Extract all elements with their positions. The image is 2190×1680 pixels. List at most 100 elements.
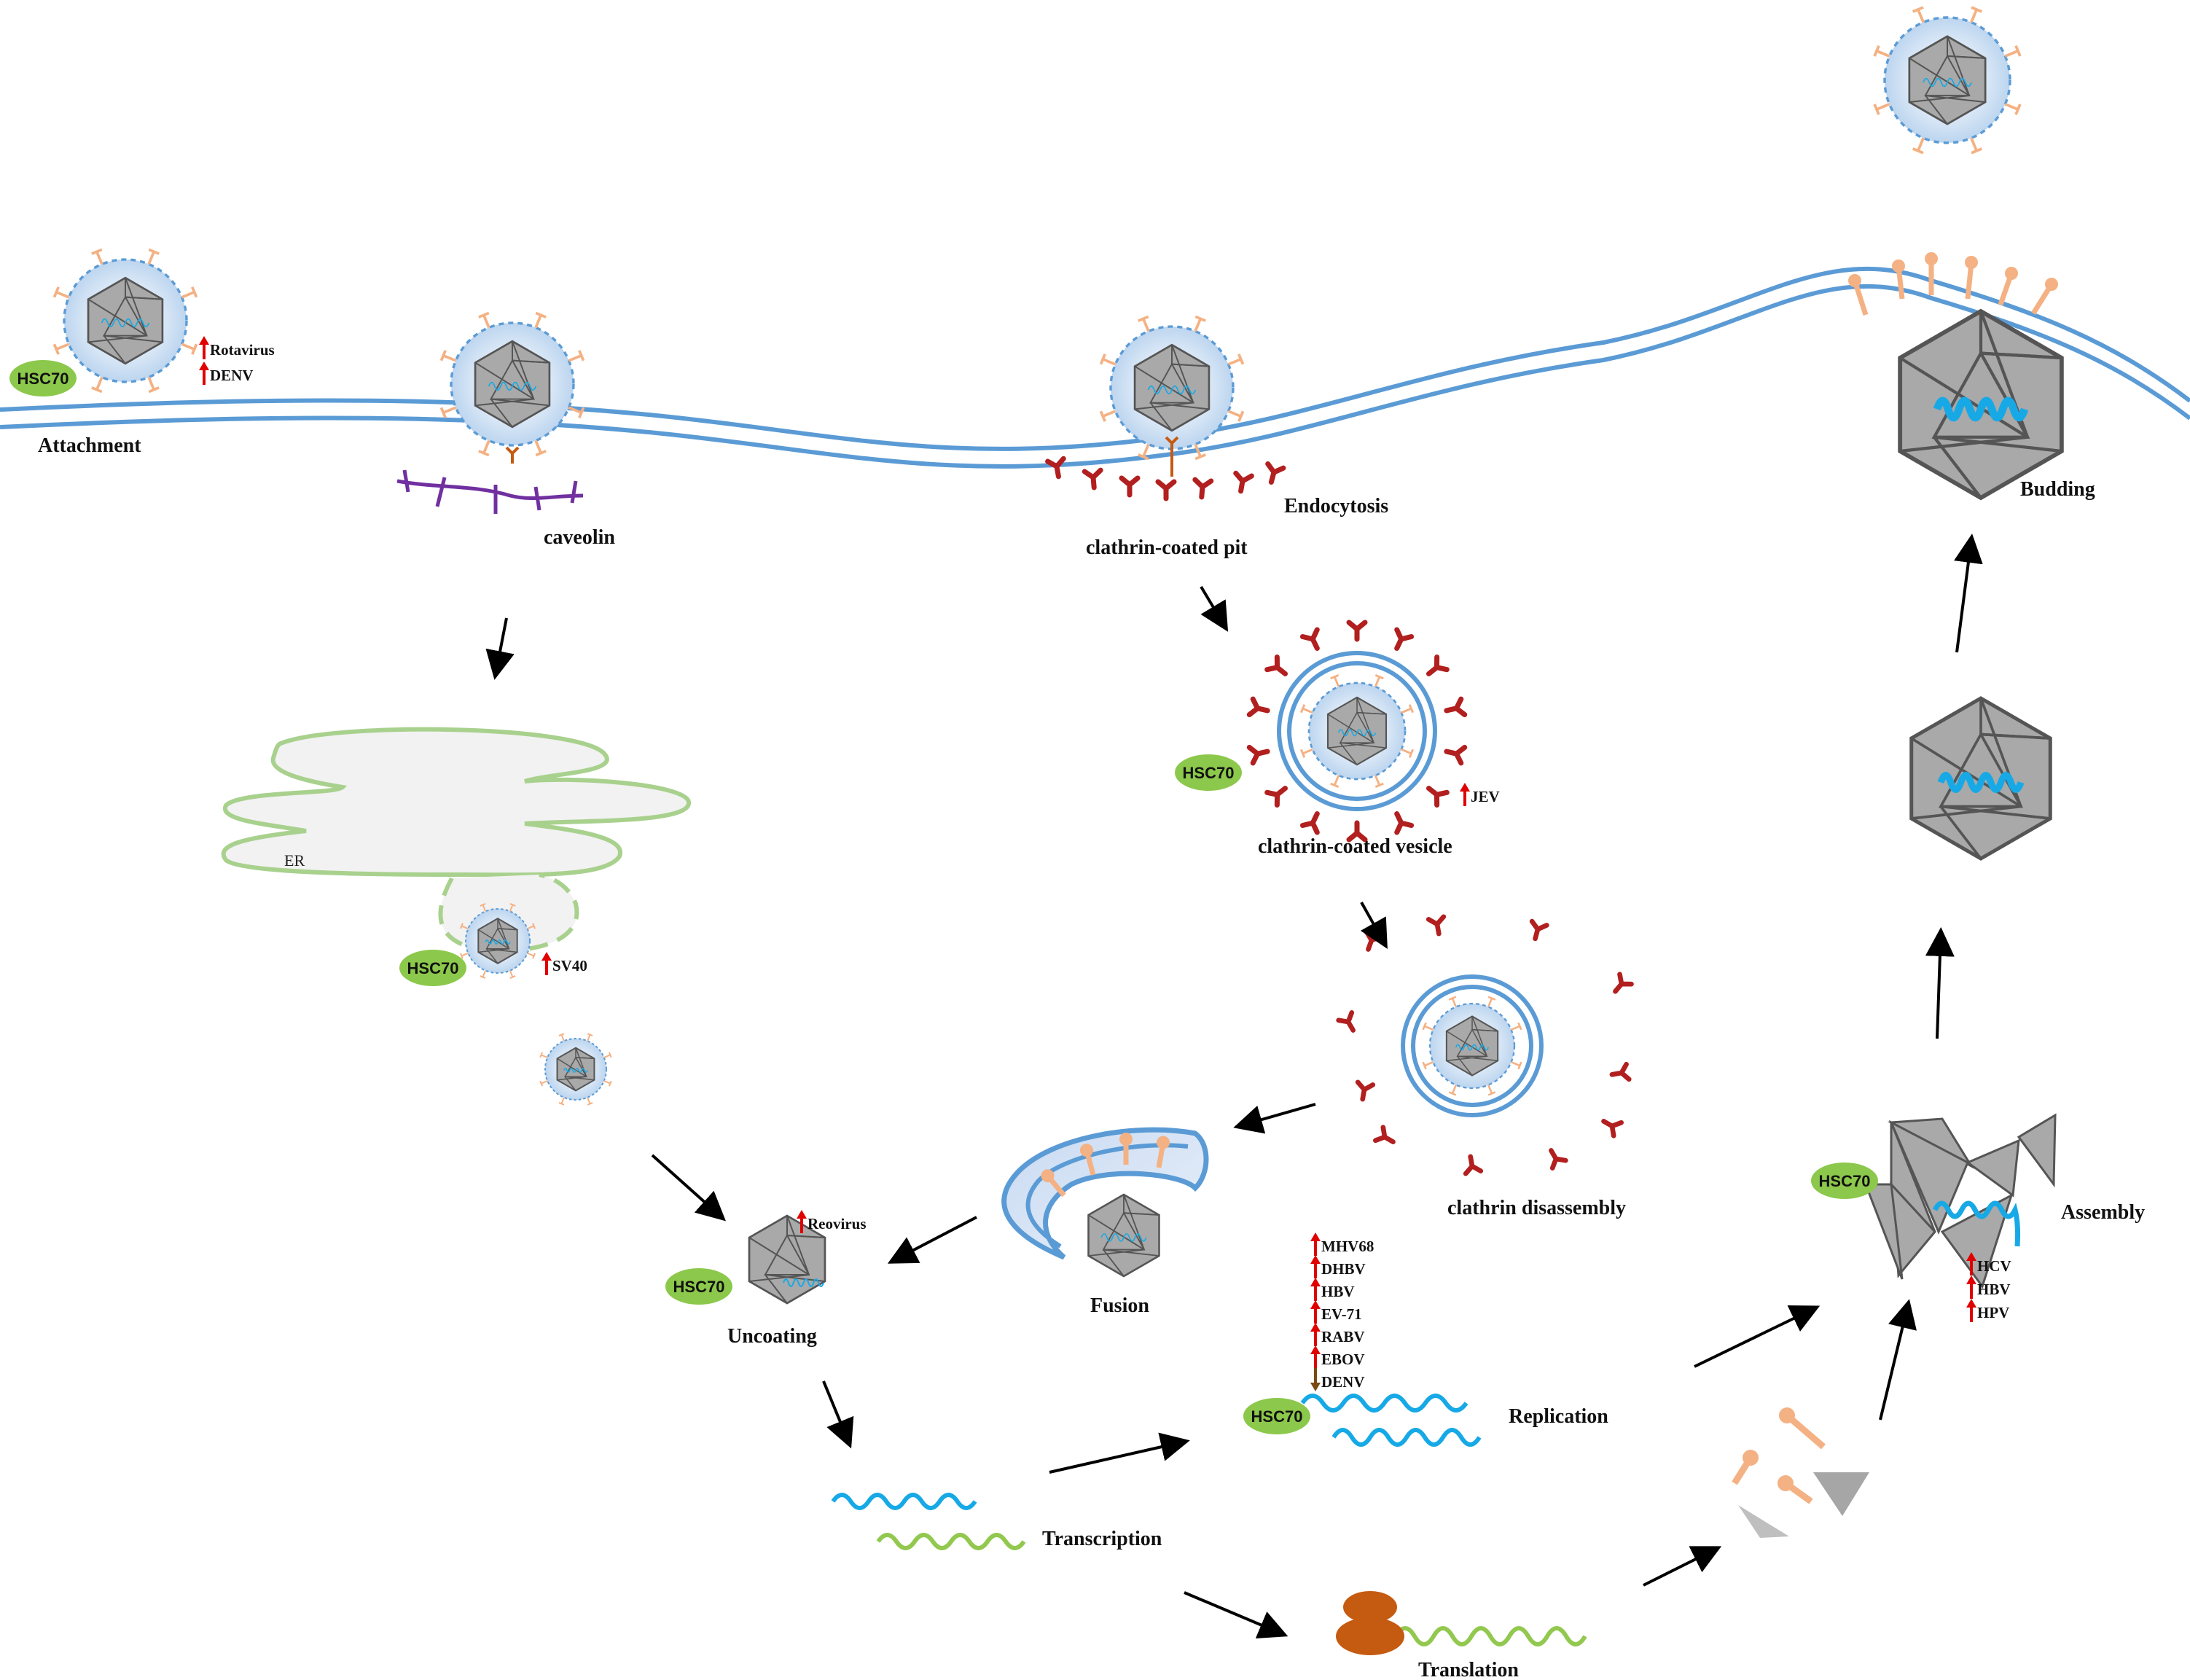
spike-head <box>1408 704 1415 714</box>
capsid-edge <box>1899 435 2028 453</box>
clathrin-triskelion-icon <box>1336 1010 1356 1033</box>
capsid-edge <box>1171 363 1209 367</box>
clathrin-legs <box>1613 972 1634 994</box>
capsid-edge <box>1356 711 1387 715</box>
process-arrow <box>1954 534 1983 653</box>
rna-strand-green <box>1393 1626 1587 1646</box>
hsc70-shape <box>1811 1163 1878 1199</box>
spike-head <box>1374 673 1384 680</box>
clathrin-legs <box>1346 620 1368 642</box>
arrow-tip <box>1966 1275 1976 1284</box>
capsid-edge <box>87 298 147 337</box>
spike-stalk <box>55 343 70 351</box>
spike-stalk <box>1917 137 1925 152</box>
process-arrow <box>485 617 515 680</box>
clathrin-legs <box>1394 627 1415 651</box>
capsid-edge <box>490 398 550 407</box>
spike-stalk <box>1194 443 1202 458</box>
fusion-spike-head <box>1041 1169 1055 1183</box>
hsc70-text: HSC70 <box>1183 764 1235 782</box>
clathrin-triskelion-icon <box>1444 744 1468 766</box>
spike-stalk <box>1511 1061 1520 1067</box>
capsid-edge <box>1947 55 1986 59</box>
clathrin-legs <box>1444 744 1468 766</box>
spike-stalk <box>482 905 487 912</box>
clathrin-legs <box>1299 627 1320 651</box>
rna-strands <box>831 1394 1587 1646</box>
clathrin-triskelion-icon <box>1364 929 1384 952</box>
process-arrow <box>1184 1591 1288 1638</box>
glycoprotein-head <box>1965 256 1978 269</box>
label-clathrin-disassembly: clathrin disassembly <box>1447 1197 1626 1219</box>
capsid-edge <box>512 359 550 364</box>
clathrin-triskelion-icon <box>1613 972 1634 994</box>
spike-stalk <box>527 952 534 957</box>
ribosome-icon <box>1336 1591 1404 1655</box>
spike-stalk <box>2004 103 2019 111</box>
clathrin-triskelion-icon <box>1155 479 1177 501</box>
spike-stalk <box>603 1080 611 1085</box>
spike-head <box>2014 103 2022 116</box>
capsid-edge <box>565 1076 595 1081</box>
capsid-edge <box>125 296 163 300</box>
spike-stalk <box>1970 9 1978 23</box>
spike-head <box>587 1101 593 1106</box>
spike-head <box>148 386 160 394</box>
upregulation-arrow-icon <box>199 362 209 385</box>
viral-genome <box>1933 396 2029 422</box>
arrow-tip <box>1310 1323 1321 1332</box>
clathrin-triskelion-icon <box>1426 786 1450 808</box>
viral-genome <box>1923 77 1972 87</box>
hsc70-attachment: HSC70 <box>9 360 77 396</box>
clathrin-triskelion-icon <box>1355 1079 1376 1102</box>
capsid-edge <box>786 1235 826 1238</box>
capsid-edge <box>1471 1016 1488 1057</box>
spike-head <box>1299 749 1306 758</box>
arrow-tip <box>1310 1345 1321 1354</box>
spike-stalk <box>1487 998 1493 1007</box>
spike-head <box>1099 410 1106 422</box>
capsid-edge <box>1134 402 1194 410</box>
virus-name: DHBV <box>1321 1260 1366 1278</box>
budding-glycoproteins <box>1848 252 2058 316</box>
spike-stalk <box>442 406 457 414</box>
hsc70-er: HSC70 <box>399 950 466 986</box>
spike-stalk <box>587 1097 591 1104</box>
glycoprotein-head <box>1743 1450 1759 1466</box>
upregulation-arrow-icon <box>199 336 209 359</box>
virus-name: HPV <box>1977 1304 2009 1321</box>
capsid-edge <box>477 929 509 950</box>
spike-head <box>539 1052 544 1058</box>
virus-name: EV-71 <box>1321 1305 1362 1323</box>
clathrin-legs <box>1426 786 1450 808</box>
label-clathrin-pit: clathrin-coated pit <box>1086 536 1248 559</box>
glycoprotein-head <box>1778 1475 1794 1491</box>
hsc70-shape <box>399 950 466 986</box>
spike-stalk <box>1333 775 1340 786</box>
glycoprotein-head <box>1925 252 1938 265</box>
fusion-spike-head <box>1157 1136 1170 1149</box>
clathrin-legs <box>1355 1079 1376 1102</box>
clathrin-legs <box>1609 1061 1632 1082</box>
hsc70-clathrin-vesicle: HSC70 <box>1175 754 1242 791</box>
clathrin-legs <box>1045 456 1066 480</box>
capsid-edge <box>1933 435 2062 453</box>
capsid-edge <box>1980 351 2062 360</box>
spike-stalk <box>560 1034 565 1042</box>
capsid-edge <box>1103 1249 1159 1257</box>
capsid-edge <box>1171 344 1194 403</box>
rna-strand-green <box>876 1533 1026 1550</box>
spike-stalk <box>587 1034 591 1042</box>
spike-head <box>1873 103 1880 116</box>
arrow-tip <box>199 336 209 345</box>
spike-head <box>608 1052 612 1058</box>
virus-name: SV40 <box>552 957 587 974</box>
label-transcription: Transcription <box>1042 1528 1162 1550</box>
upregulation-arrow-icon <box>1310 1255 1321 1278</box>
spike-head <box>91 386 103 394</box>
capsid-edge <box>497 928 517 931</box>
label-translation: Translation <box>1418 1659 1519 1680</box>
capsid-fragment <box>1888 1120 1969 1235</box>
clathrin-legs <box>1299 811 1320 835</box>
